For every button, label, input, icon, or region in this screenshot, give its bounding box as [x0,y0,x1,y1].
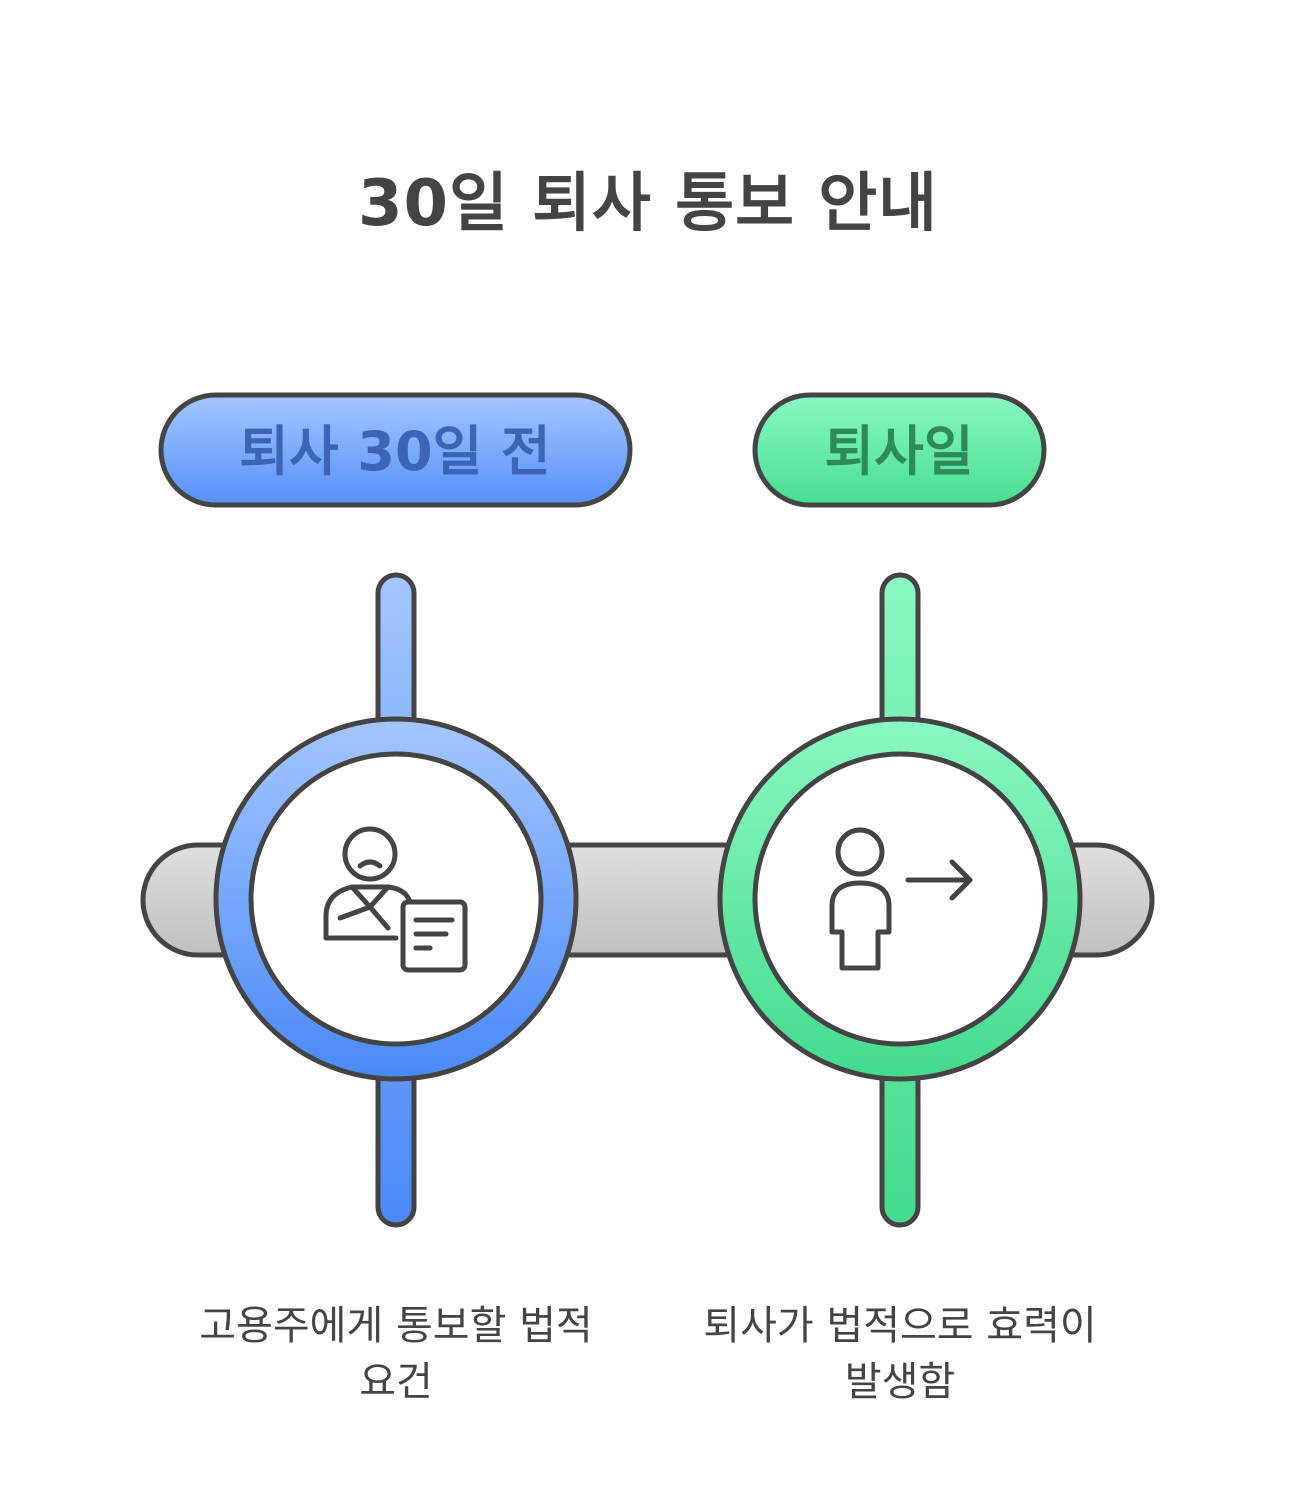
milestone-ring-left [213,716,579,1082]
page-title: 30일 퇴사 통보 안내 [357,167,939,241]
employee-document-icon [323,826,468,973]
milestone-ring-right [717,716,1083,1082]
person-leaving-icon [829,827,973,971]
milestone-description-right: 퇴사가 법적으로 효력이 발생함 [703,1303,1097,1405]
milestone-label-right: 퇴사일 [824,420,973,483]
milestone-label-left: 퇴사 30일 전 [239,420,550,483]
milestone-description-left: 고용주에게 통보할 법적 요건 [199,1303,593,1405]
milestone-pill-left [158,392,633,508]
milestone-pill-right [752,392,1047,508]
